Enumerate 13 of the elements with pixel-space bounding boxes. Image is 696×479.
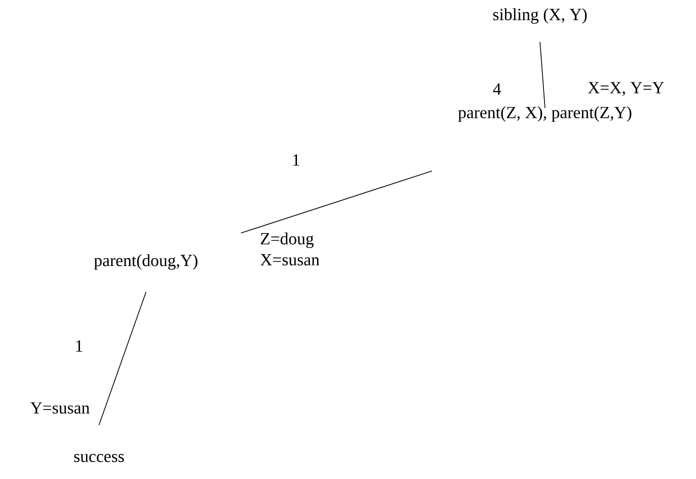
term-text: sibling (X, Y) (493, 8, 587, 24)
edge-label: 1 (74, 339, 84, 353)
edge-label: 4 (492, 82, 502, 96)
term-text: parent(doug,Y) (94, 254, 198, 270)
binding-text: Y=susan (30, 402, 90, 414)
binding-text: X=X, Y=Y (588, 82, 664, 96)
binding-text: Z=doug X=susan (260, 232, 320, 266)
tree-branch (240, 170, 432, 234)
term-text: parent(Z, X), parent(Z,Y) (458, 106, 632, 122)
tree-branch (98, 292, 146, 426)
term-text: success (74, 454, 124, 462)
tree-branch (540, 42, 546, 108)
edge-label: 1 (290, 153, 302, 167)
